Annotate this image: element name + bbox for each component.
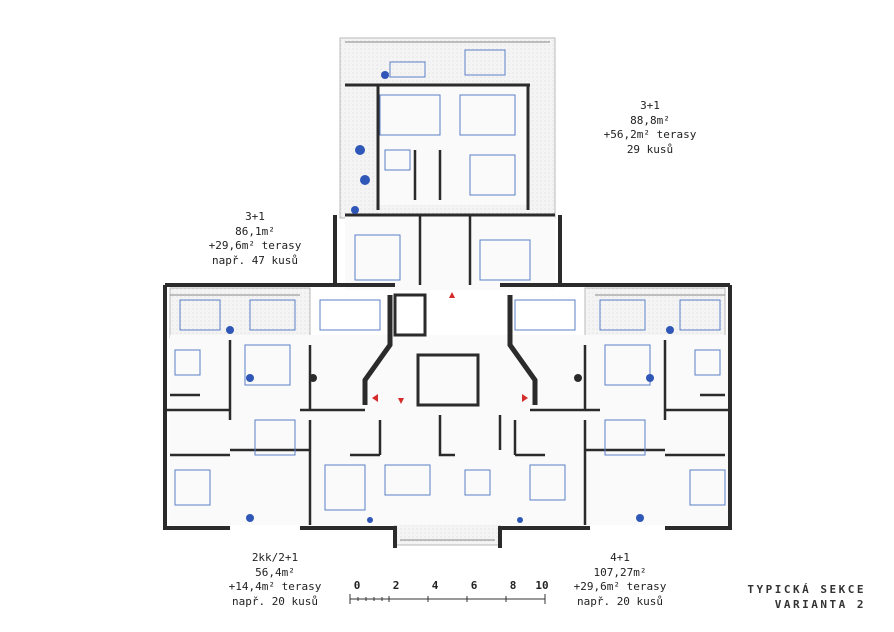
unit-terrace: +56,2m² terasy [603, 128, 697, 141]
interior-floors [170, 85, 730, 525]
unit-type: 3+1 [245, 210, 265, 223]
section-title-line1: TYPICKÁ SEKCE [747, 583, 866, 596]
unit-label-west: 3+1 86,1m² +29,6m² terasy např. 47 kusů [200, 210, 310, 268]
walls [163, 83, 732, 548]
unit-terrace: +29,6m² terasy [573, 580, 667, 593]
unit-type: 3+1 [640, 99, 660, 112]
furniture [174, 49, 726, 511]
unit-area: 56,4m² [255, 565, 295, 579]
entry-arrows [372, 292, 528, 404]
scale-bar-labels: 0 2 4 6 8 10 [348, 579, 549, 593]
scale-bar [349, 594, 546, 604]
unit-count: např. 20 kusů [231, 594, 319, 608]
unit-count: 29 kusů [626, 142, 674, 156]
unit-label-southwest: 2kk/2+1 56,4m² +14,4m² terasy např. 20 k… [220, 551, 330, 609]
unit-count: např. 47 kusů [211, 253, 299, 267]
scale-tick-label: 10 [535, 579, 549, 592]
plants [226, 71, 674, 523]
section-title: TYPICKÁ SEKCE VARIANTA 2 [747, 582, 866, 612]
scale-tick-label: 0 [353, 579, 361, 592]
unit-label-north: 3+1 88,8m² +56,2m² terasy 29 kusů [600, 99, 700, 157]
unit-area: 86,1m² [235, 224, 275, 238]
unit-terrace: +14,4m² terasy [228, 580, 322, 593]
scale-tick-label: 4 [431, 579, 439, 592]
unit-area: 88,8m² [630, 113, 670, 127]
unit-area: 107,27m² [593, 565, 647, 579]
windows [170, 41, 725, 541]
scale-tick-label: 2 [392, 579, 400, 592]
unit-type: 4+1 [610, 551, 630, 564]
section-title-line2: VARIANTA 2 [774, 598, 866, 611]
unit-terrace: +29,6m² terasy [208, 239, 302, 252]
unit-type: 2kk/2+1 [251, 551, 299, 564]
scale-tick-label: 8 [509, 579, 517, 592]
scale-tick-label: 6 [470, 579, 478, 592]
unit-count: např. 20 kusů [576, 594, 664, 608]
columns [309, 374, 582, 382]
unit-label-southeast: 4+1 107,27m² +29,6m² terasy např. 20 kus… [565, 551, 675, 609]
